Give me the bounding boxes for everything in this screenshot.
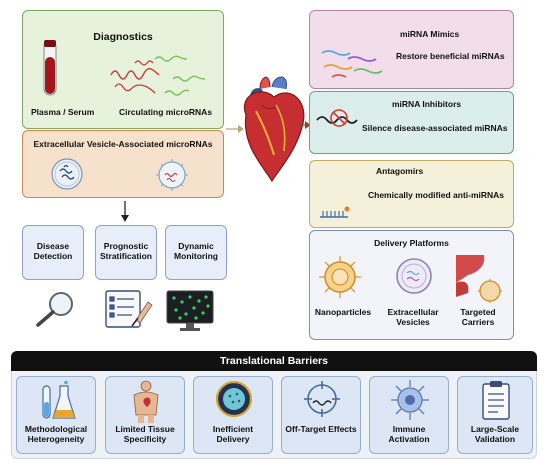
- delivery-title: Delivery Platforms: [374, 238, 449, 248]
- nanoparticles-label: Nanoparticles: [314, 307, 372, 317]
- inhibitors-panel: miRNA Inhibitors Silence disease-associa…: [309, 91, 514, 154]
- outcome-disease-detection: Disease Detection: [22, 225, 84, 280]
- checklist-pen-icon: [105, 290, 153, 328]
- diagnostics-title: Diagnostics: [93, 31, 153, 43]
- circulating-mirna-label: Circulating microRNAs: [119, 107, 213, 117]
- antagomir-structure-icon: [320, 206, 350, 218]
- mimics-subtitle: Restore beneficial miRNAs: [396, 51, 505, 61]
- vesicle-icon: [216, 380, 252, 418]
- barrier-immune-activation: Immune Activation: [369, 376, 449, 454]
- outcome-dynamic-monitoring: Dynamic Monitoring: [165, 225, 227, 280]
- plasma-serum-label: Plasma / Serum: [31, 107, 95, 117]
- outcome-prognostic-stratification: Prognostic Stratification: [95, 225, 157, 280]
- human-body-icon: [133, 380, 159, 423]
- nanoparticle-icon: [319, 256, 361, 298]
- antagomirs-title: Antagomirs: [376, 166, 424, 176]
- magnifier-icon: [36, 292, 73, 327]
- outcome-label: Dynamic Monitoring: [174, 241, 218, 261]
- targeted-carrier-icon: [456, 255, 502, 303]
- barrier-inefficient-delivery: Inefficient Delivery: [193, 376, 273, 454]
- barriers-header: Translational Barriers: [11, 351, 537, 371]
- mimics-title: miRNA Mimics: [400, 29, 460, 39]
- diagnostics-panel: Diagnostics Plasma / Serum Circulating m…: [22, 10, 224, 129]
- barrier-limited-tissue-specificity: Limited Tissue Specificity: [105, 376, 185, 454]
- barrier-methodological-heterogeneity: Methodological Heterogeneity: [16, 376, 96, 454]
- barrier-label: Inefficient Delivery: [212, 424, 254, 444]
- mirna-mimic-strands-icon: [321, 50, 383, 78]
- targeted-carriers-label: Targeted Carriers: [460, 307, 496, 327]
- barrier-label: Methodological Heterogeneity: [24, 424, 88, 444]
- circulating-mirna-icon: [110, 55, 206, 96]
- barrier-off-target-effects: Off-Target Effects: [281, 376, 361, 454]
- heart-icon: [243, 76, 305, 183]
- extracellular-vesicles-label: Extracellular Vesicles: [387, 307, 439, 327]
- clipboard-icon: [482, 381, 510, 420]
- blood-tube-icon: [43, 40, 57, 96]
- arrow-down-icon: [121, 201, 129, 222]
- ev-mirna-panel: Extracellular Vesicle-Associated microRN…: [22, 130, 224, 198]
- barriers-title: Translational Barriers: [220, 355, 328, 367]
- flask-icon: [42, 380, 76, 419]
- ev-mirna-title: Extracellular Vesicle-Associated microRN…: [33, 139, 213, 149]
- inhibitors-title: miRNA Inhibitors: [392, 99, 462, 109]
- inhibitors-subtitle: Silence disease-associated miRNAs: [362, 123, 508, 133]
- exosome-icon: [156, 159, 188, 191]
- barrier-label: Immune Activation: [388, 424, 430, 444]
- barrier-label: Limited Tissue Specificity: [115, 424, 175, 444]
- arrow-heart-to-therapy-icon: [293, 121, 311, 129]
- barrier-label: Off-Target Effects: [285, 424, 357, 434]
- outcome-label: Disease Detection: [33, 241, 73, 261]
- mimics-panel: miRNA Mimics Restore beneficial miRNAs: [309, 10, 514, 89]
- target-icon: [304, 381, 340, 417]
- monitor-icon: [166, 290, 214, 331]
- barrier-label: Large-Scale Validation: [470, 424, 520, 444]
- inhibitor-blocked-strand-icon: [316, 109, 358, 127]
- arrow-left-to-heart-icon: [226, 125, 244, 133]
- antagomirs-panel: Antagomirs Chemically modified anti-miRN…: [309, 160, 514, 228]
- immune-cell-icon: [391, 380, 429, 420]
- barrier-large-scale-validation: Large-Scale Validation: [457, 376, 533, 454]
- delivery-panel: Delivery Platforms Nanoparticles Extrace…: [309, 230, 514, 340]
- vesicle-cargo-icon: [51, 158, 83, 190]
- extracellular-vesicle-icon: [396, 258, 432, 294]
- antagomirs-subtitle: Chemically modified anti-miRNAs: [368, 190, 505, 200]
- outcome-label: Prognostic Stratification: [100, 241, 152, 261]
